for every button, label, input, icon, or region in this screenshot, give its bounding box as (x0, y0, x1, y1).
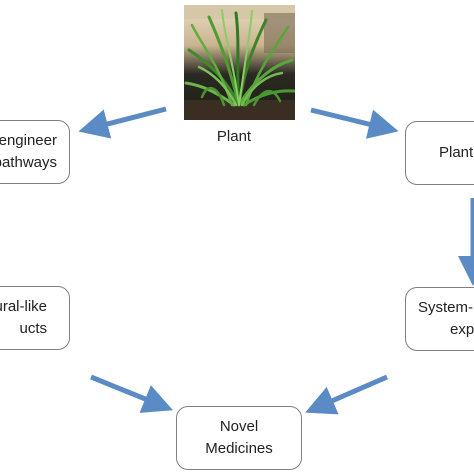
arrow-system-to-medicines (305, 374, 388, 415)
arrow-plant-to-plant-right (310, 107, 399, 139)
node-engineer-label: engineer pathways (0, 130, 57, 174)
node-medicines-label: Novel Medicines (205, 416, 273, 460)
node-natural-line1: ural-like (0, 298, 47, 316)
node-engineer-line2: pathways (0, 154, 57, 171)
node-novel-medicines: Novel Medicines (176, 406, 302, 470)
arrow-plant-to-engineer (78, 106, 167, 139)
node-plant-right: Plant (405, 121, 474, 185)
node-system-line1: System- (418, 299, 474, 317)
node-natural-like-products: ural-like ucts (0, 286, 70, 350)
node-system-expression: System- expr (405, 287, 474, 351)
node-engineer-line1: engineer (0, 132, 57, 150)
node-plant-right-line1: Plant (439, 144, 474, 162)
plant-caption: Plant (216, 128, 252, 145)
node-engineer-pathways: engineer pathways (0, 120, 70, 184)
node-plant-right-label: Plant (439, 142, 473, 164)
node-system-label: System- expr (418, 297, 474, 341)
node-medicines-line2: Medicines (205, 440, 273, 457)
node-medicines-line1: Novel (219, 418, 259, 436)
node-natural-label: ural-like ucts (0, 296, 47, 340)
plant-photo (184, 5, 295, 120)
plant-photo-graphic (184, 5, 295, 120)
node-natural-line2: ucts (19, 320, 47, 337)
arrow-natural-to-medicines (90, 374, 173, 413)
node-system-line2: expr (450, 321, 474, 338)
